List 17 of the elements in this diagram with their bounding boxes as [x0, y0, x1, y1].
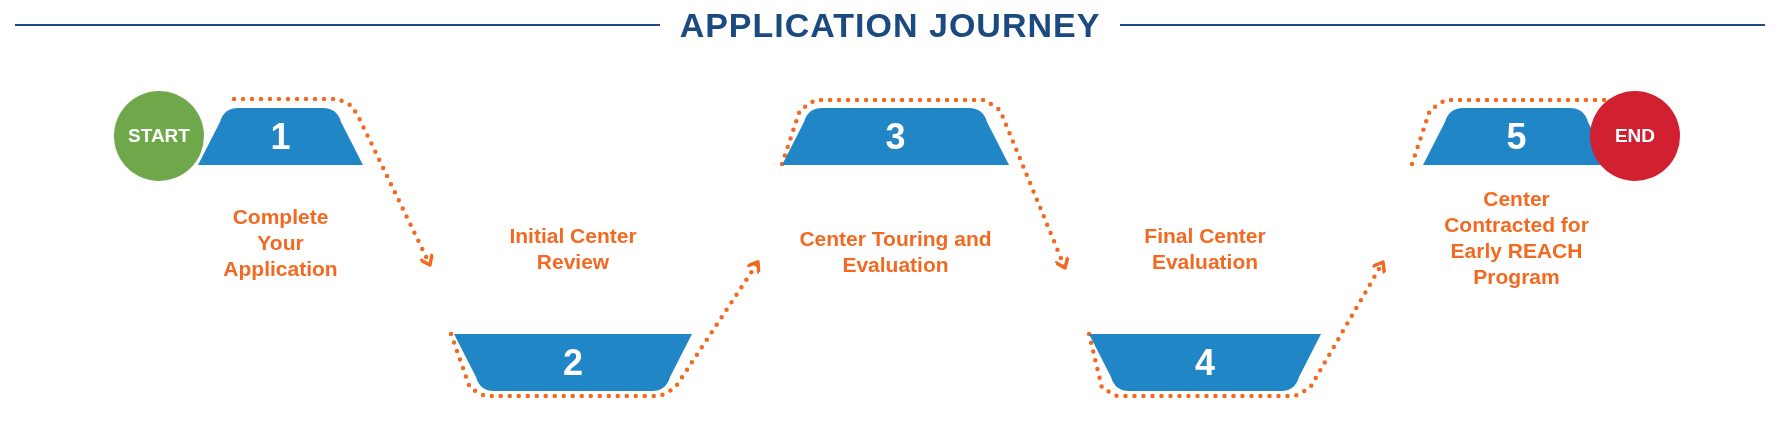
step-label: Complete Your Application	[222, 204, 339, 282]
step-label: Center Touring and Evaluation	[798, 226, 993, 278]
step-label: Initial Center Review	[508, 223, 638, 275]
dotted-arrow	[231, 96, 434, 268]
dotted-arrow	[779, 97, 1070, 271]
step-number: 5	[1506, 118, 1527, 155]
step-number: 4	[1195, 344, 1215, 381]
step-number: 3	[885, 118, 906, 155]
dotted-arrow	[448, 259, 761, 399]
step-label: Center Contracted for Early REACH Program	[1443, 186, 1590, 290]
dotted-arrow	[1086, 259, 1386, 399]
circle-badge: END	[1590, 91, 1680, 181]
step-number: 2	[563, 344, 583, 381]
step-label: Final Center Evaluation	[1143, 223, 1267, 275]
title: APPLICATION JOURNEY	[679, 8, 1101, 42]
step-number: 1	[270, 118, 291, 155]
circle-badge: START	[114, 91, 204, 181]
